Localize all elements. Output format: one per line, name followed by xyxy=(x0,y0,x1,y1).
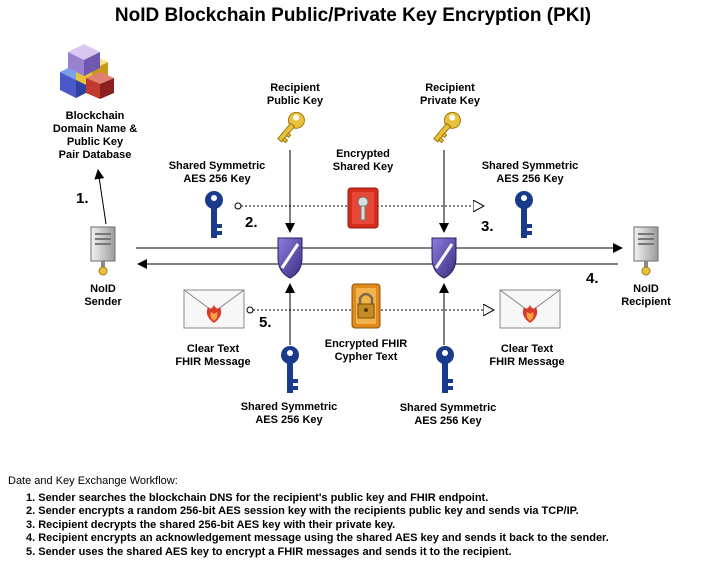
sender-label-line: Sender xyxy=(84,296,122,308)
database-label-line: Public Key xyxy=(66,136,124,148)
shared-key-label-line: Shared Symmetric xyxy=(240,401,338,413)
database-icon xyxy=(60,44,114,99)
workflow-step: 4. Recipient encrypts an acknowledgement… xyxy=(26,532,609,545)
shared-key-left-icon xyxy=(205,191,223,238)
clear-text-label-line: FHIR Message xyxy=(175,356,251,368)
shared-key-bottom-left-label: Shared Symmetric AES 256 Key xyxy=(229,401,349,427)
step1-arrow xyxy=(94,169,107,225)
recipient-label-line: Recipient xyxy=(621,296,671,308)
step-number-3: 3. xyxy=(481,218,494,235)
shared-key-label-line: Shared Symmetric xyxy=(399,402,497,414)
shared-key-label-line: AES 256 Key xyxy=(255,414,323,426)
encrypted-shared-key-label: Encrypted Shared Key xyxy=(318,148,408,174)
sender-label: NoID Sender xyxy=(63,283,143,309)
clear-text-label-line: Clear Text xyxy=(500,343,554,355)
recipient-private-key-icon xyxy=(433,111,461,144)
clear-text-label-line: FHIR Message xyxy=(489,356,565,368)
workflow-steps: 1. Sender searches the blockchain DNS fo… xyxy=(26,492,609,559)
sender-server-icon xyxy=(90,226,116,276)
shield-right-icon xyxy=(431,237,457,279)
step-number-5: 5. xyxy=(259,314,272,331)
workflow-step: 5. Sender uses the shared AES key to enc… xyxy=(26,545,512,558)
workflow-step: 2. Sender encrypts a random 256-bit AES … xyxy=(26,505,579,518)
public-key-label-line: Recipient xyxy=(270,82,320,94)
encrypted-shared-key-label-line: Shared Key xyxy=(332,161,394,173)
shared-key-label-line: AES 256 Key xyxy=(496,173,564,185)
sender-label-line: NoID xyxy=(90,283,116,295)
database-label-line: Domain Name & xyxy=(52,123,138,135)
database-label: Blockchain Domain Name & Public Key Pair… xyxy=(30,110,160,162)
encrypted-fhir-label: Encrypted FHIR Cypher Text xyxy=(311,338,421,364)
workflow-step: 3. Recipient decrypts the shared 256-bit… xyxy=(26,518,396,531)
recipient-private-key-label: Recipient Private Key xyxy=(405,82,495,108)
encrypted-shared-key-label-line: Encrypted xyxy=(336,148,390,160)
clear-text-label-line: Clear Text xyxy=(186,343,240,355)
private-key-label-line: Private Key xyxy=(420,95,480,107)
recipient-public-key-icon xyxy=(277,111,305,144)
shared-key-label-line: Shared Symmetric xyxy=(481,160,579,172)
step-number-4: 4. xyxy=(586,270,599,287)
encrypted-fhir-label-line: Encrypted FHIR xyxy=(324,338,408,350)
shared-key-bottom-left-icon xyxy=(281,346,299,393)
shared-key-left-label: Shared Symmetric AES 256 Key xyxy=(157,160,277,186)
private-key-label-line: Recipient xyxy=(425,82,475,94)
shield-left-icon xyxy=(277,237,303,279)
encrypted-shared-key-icon xyxy=(347,187,379,229)
shared-key-right-label: Shared Symmetric AES 256 Key xyxy=(470,160,590,186)
public-key-label-line: Public Key xyxy=(266,95,324,107)
encrypted-fhir-lock-icon xyxy=(351,283,381,329)
shared-key-label-line: AES 256 Key xyxy=(183,173,251,185)
recipient-public-key-label: Recipient Public Key xyxy=(250,82,340,108)
clear-text-right-envelope-icon xyxy=(499,289,561,329)
database-label-line: Blockchain xyxy=(65,110,125,122)
shared-key-label-line: AES 256 Key xyxy=(414,415,482,427)
step2-start-dot xyxy=(234,202,242,210)
encrypted-fhir-label-line: Cypher Text xyxy=(334,351,398,363)
step5-start-dot xyxy=(246,306,254,314)
recipient-label-line: NoID xyxy=(633,283,659,295)
workflow-title: Date and Key Exchange Workflow: xyxy=(8,475,178,487)
shared-key-bottom-right-label: Shared Symmetric AES 256 Key xyxy=(388,402,508,428)
database-label-line: Pair Database xyxy=(58,149,132,161)
step-number-1: 1. xyxy=(76,190,89,207)
step-number-2: 2. xyxy=(245,214,258,231)
shared-key-right-icon xyxy=(515,191,533,238)
workflow-step: 1. Sender searches the blockchain DNS fo… xyxy=(26,492,489,504)
clear-text-right-label: Clear Text FHIR Message xyxy=(472,343,582,369)
clear-text-left-envelope-icon xyxy=(183,289,245,329)
clear-text-left-label: Clear Text FHIR Message xyxy=(158,343,268,369)
recipient-label: NoID Recipient xyxy=(606,283,686,309)
diagram-title: NoID Blockchain Public/Private Key Encry… xyxy=(114,5,592,26)
shared-key-label-line: Shared Symmetric xyxy=(168,160,266,172)
recipient-server-icon xyxy=(633,226,659,276)
shared-key-bottom-right-icon xyxy=(436,346,454,393)
